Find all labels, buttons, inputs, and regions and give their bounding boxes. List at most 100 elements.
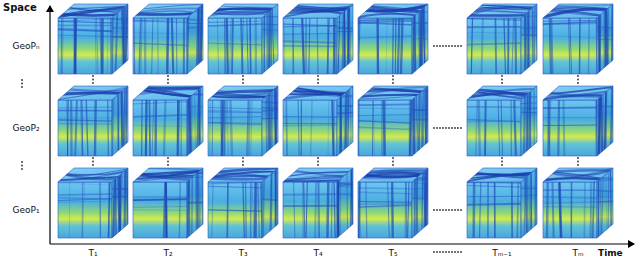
cube-edge: [58, 18, 112, 74]
space-axis: [49, 6, 50, 244]
row-label: GeoPₙ: [12, 42, 39, 51]
ellipsis-dot: [392, 82, 394, 84]
ellipsis-dots: [21, 45, 579, 253]
ellipsis-dot: [92, 164, 94, 166]
ellipsis-dot: [167, 79, 169, 81]
cube-edge: [208, 100, 262, 156]
texture-stroke: [423, 66, 426, 176]
ellipsis-dot: [167, 161, 169, 163]
ellipsis-dot: [433, 251, 435, 253]
texture-stroke: [577, 86, 633, 89]
texture-stroke: [123, 66, 125, 176]
texture-stroke: [577, 177, 633, 179]
ellipsis-dot: [460, 45, 462, 47]
texture-stroke: [606, 0, 607, 94]
ellipsis-dot: [242, 157, 244, 159]
texture-stroke: [601, 148, 604, 258]
texture-stroke: [117, 66, 119, 176]
texture-stroke: [349, 0, 351, 94]
texture-stroke: [413, 66, 415, 176]
ellipsis-dot: [439, 45, 441, 47]
texture-stroke: [577, 195, 633, 199]
ellipsis-dot: [436, 127, 438, 129]
data-cube: [447, 66, 557, 176]
ellipsis-dot: [392, 157, 394, 159]
ellipsis-dot: [392, 161, 394, 163]
time-label: Tₘ: [572, 249, 583, 258]
data-cube: [113, 148, 223, 258]
data-cube: [188, 66, 298, 176]
data-cube: [113, 66, 223, 176]
texture-stroke: [347, 66, 349, 176]
time-label: T₄: [313, 249, 322, 258]
ellipsis-dot: [21, 165, 23, 167]
texture-stroke: [339, 66, 341, 176]
texture-stroke: [543, 170, 613, 172]
texture-stroke: [339, 148, 341, 258]
texture-stroke: [528, 0, 529, 94]
texture-stroke: [605, 0, 606, 94]
texture-stroke: [284, 80, 287, 176]
texture-stroke: [597, 148, 598, 258]
ellipsis-dot: [439, 209, 441, 211]
cube-texture: [113, 0, 207, 94]
ellipsis-dot: [92, 157, 94, 159]
data-cube: [447, 148, 557, 258]
texture-stroke: [264, 0, 265, 94]
data-cube: [38, 66, 148, 176]
data-cube: [338, 148, 448, 258]
texture-stroke: [350, 148, 352, 258]
texture-stroke: [115, 148, 116, 258]
texture-stroke: [418, 0, 420, 94]
texture-stroke: [198, 0, 200, 94]
texture-stroke: [196, 0, 199, 94]
texture-stroke: [340, 66, 341, 176]
texture-stroke: [167, 169, 223, 171]
cube-edge: [543, 18, 597, 74]
ellipsis-dot: [21, 86, 23, 88]
cube-grid: [38, 0, 633, 258]
texture-stroke: [608, 148, 609, 258]
texture-stroke: [358, 5, 428, 11]
texture-stroke: [532, 0, 534, 94]
ellipsis-dot: [501, 164, 503, 166]
ellipsis-dot: [577, 79, 579, 81]
texture-stroke: [524, 66, 526, 176]
texture-stroke: [413, 66, 415, 176]
texture-stroke: [118, 148, 120, 258]
cube-face: [467, 100, 521, 156]
texture-stroke: [347, 0, 350, 94]
cube-edge: [521, 4, 537, 74]
ellipsis-dot: [448, 45, 450, 47]
ellipsis-dot: [436, 251, 438, 253]
texture-stroke: [92, 87, 148, 89]
ellipsis-dot: [21, 168, 23, 170]
texture-stroke: [524, 148, 527, 258]
ellipsis-dot: [392, 75, 394, 77]
cube-edge: [337, 86, 353, 156]
texture-stroke: [424, 148, 427, 258]
texture-stroke: [420, 0, 421, 94]
texture-stroke: [598, 66, 601, 176]
texture-stroke: [413, 0, 415, 94]
texture-stroke: [599, 66, 601, 176]
texture-stroke: [527, 0, 529, 94]
texture-stroke: [599, 0, 601, 94]
cube-edge: [597, 86, 613, 156]
ellipsis-dot: [448, 209, 450, 211]
cube-edge: [283, 182, 337, 238]
ellipsis-dot: [442, 45, 444, 47]
texture-stroke: [345, 66, 348, 176]
ellipsis-dot: [92, 161, 94, 163]
texture-stroke: [92, 88, 148, 89]
cube-face: [283, 100, 337, 156]
texture-stroke: [528, 66, 531, 176]
ellipsis-dot: [242, 75, 244, 77]
texture-stroke: [604, 0, 606, 94]
cube-edge: [262, 86, 278, 156]
ellipsis-dot: [317, 75, 319, 77]
data-cube: [188, 0, 298, 94]
ellipsis-dot: [317, 82, 319, 84]
texture-stroke: [392, 187, 448, 190]
ellipsis-dot: [501, 157, 503, 159]
